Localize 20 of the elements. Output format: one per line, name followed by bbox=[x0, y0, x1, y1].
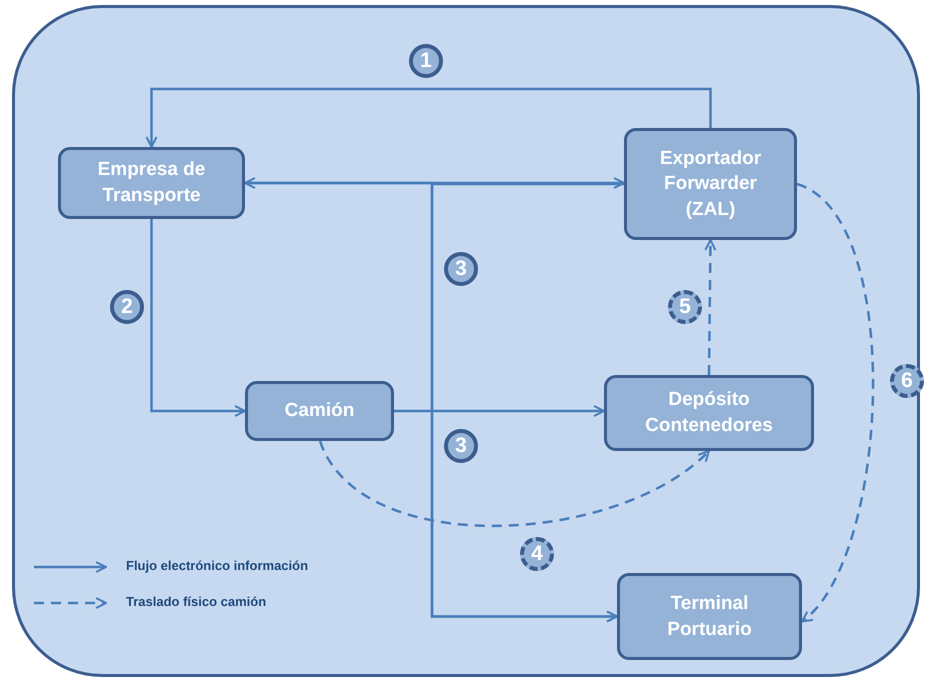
legend-label: Traslado físico camión bbox=[126, 594, 266, 609]
dashed-arrow bbox=[796, 182, 874, 622]
box-label: Camión bbox=[284, 400, 354, 422]
process-box bbox=[624, 128, 797, 240]
arrow bbox=[430, 182, 624, 622]
box-label: Empresa de Transporte bbox=[98, 159, 206, 206]
process-box bbox=[58, 147, 245, 219]
arrow bbox=[244, 177, 625, 189]
dashed-arrow bbox=[704, 239, 716, 376]
process-box bbox=[617, 573, 802, 660]
legend-label: Flujo electrónico información bbox=[126, 558, 308, 573]
arrow bbox=[150, 219, 246, 417]
box-label: Depósito Contenedores bbox=[645, 389, 773, 436]
process-box bbox=[245, 381, 394, 441]
arrow bbox=[146, 88, 712, 148]
box-label: Exportador Forwarder (ZAL) bbox=[660, 148, 762, 220]
dashed-arrow bbox=[318, 440, 710, 528]
arrow bbox=[394, 405, 605, 417]
process-box bbox=[604, 375, 814, 451]
box-label: Terminal Portuario bbox=[667, 592, 752, 640]
